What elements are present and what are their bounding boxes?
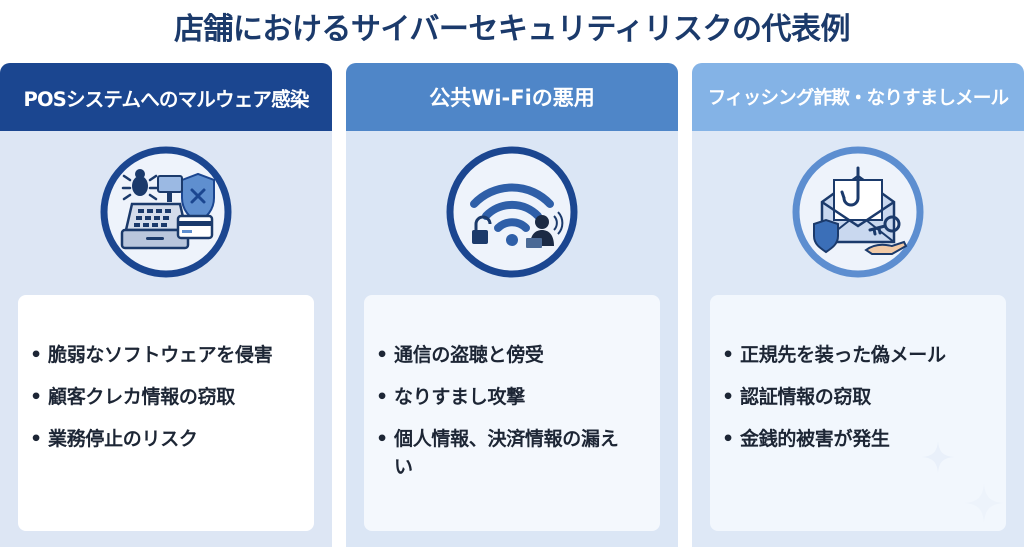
sparkle-icon <box>922 441 954 473</box>
risk-card-pos-malware: POSシステムへのマルウェア感染 <box>0 63 332 547</box>
sparkle-icon <box>964 483 1004 523</box>
list-item: •業務停止のリスク <box>30 425 314 453</box>
list-bullet: • <box>722 386 734 408</box>
list-bullet: • <box>376 344 388 366</box>
list-bullet: • <box>722 428 734 450</box>
card-heading: POSシステムへのマルウェア感染 <box>0 63 332 131</box>
list-item: •認証情報の窃取 <box>722 383 1006 411</box>
card-heading: フィッシング詐欺・なりすましメール <box>692 63 1024 131</box>
risk-list: •脆弱なソフトウェアを侵害 •顧客クレカ情報の窃取 •業務停止のリスク <box>18 295 314 531</box>
risk-card-phishing: フィッシング詐欺・なりすましメール •正規先を装った偽メール •認証情報の窃取 … <box>692 63 1024 547</box>
list-bullet: • <box>376 386 388 408</box>
risk-list: •正規先を装った偽メール •認証情報の窃取 •金銭的被害が発生 <box>710 295 1006 531</box>
wifi-eavesdropping-icon <box>446 146 578 278</box>
list-item: •正規先を装った偽メール <box>722 341 1006 369</box>
risk-list: •通信の盗聴と傍受 •なりすまし攻撃 •個人情報、決済情報の漏えい <box>364 295 660 531</box>
list-bullet: • <box>376 428 388 450</box>
list-item: •脆弱なソフトウェアを侵害 <box>30 341 314 369</box>
list-bullet: • <box>30 386 42 408</box>
list-item: •金銭的被害が発生 <box>722 425 1006 453</box>
list-item: •個人情報、決済情報の漏えい <box>376 425 660 481</box>
list-item: •通信の盗聴と傍受 <box>376 341 660 369</box>
card-heading: 公共Wi-Fiの悪用 <box>346 63 678 131</box>
phishing-email-icon <box>792 146 924 278</box>
list-item: •なりすまし攻撃 <box>376 383 660 411</box>
list-bullet: • <box>30 344 42 366</box>
list-item: •顧客クレカ情報の窃取 <box>30 383 314 411</box>
list-bullet: • <box>30 428 42 450</box>
page-title: 店舗におけるサイバーセキュリティリスクの代表例 <box>173 12 851 47</box>
pos-terminal-malware-icon <box>100 146 232 278</box>
list-bullet: • <box>722 344 734 366</box>
risk-card-public-wifi: 公共Wi-Fiの悪用 •通信の盗聴と傍受 •なりすまし攻撃 •個人情報、決済情報… <box>346 63 678 547</box>
